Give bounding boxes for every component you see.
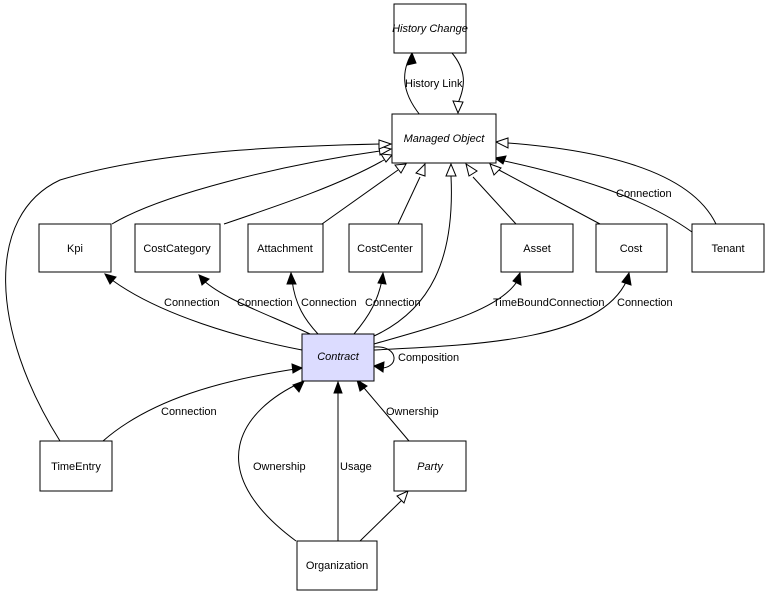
arrowhead-tenant-connection — [493, 155, 507, 165]
arrowhead-org-ownership — [292, 380, 305, 393]
arrowhead-org-usage — [333, 380, 343, 394]
node-managed-object[interactable]: Managed Object — [391, 113, 497, 164]
edge-org-party — [359, 499, 403, 542]
node-contract[interactable]: Contract — [301, 333, 375, 382]
node-attachment-label: Attachment — [257, 243, 313, 255]
node-cost-label: Cost — [620, 243, 643, 255]
node-organization-label: Organization — [306, 560, 368, 572]
edge-attachment-managed — [321, 169, 399, 225]
node-contract-label: Contract — [317, 351, 360, 363]
edge-tenant-managed — [507, 142, 717, 225]
node-asset-label: Asset — [523, 243, 551, 255]
node-history-change-label: History Change — [392, 23, 468, 35]
arrowhead-party-organization — [396, 490, 409, 504]
label-cost-connection: Connection — [617, 297, 673, 309]
node-asset[interactable]: Asset — [500, 223, 574, 273]
edge-kpi-managed — [111, 150, 381, 225]
label-kpi-connection: Connection — [164, 297, 220, 309]
arrowhead-cost — [621, 271, 632, 286]
arrowhead-asset — [512, 271, 522, 286]
label-timeentry-connection: Connection — [161, 406, 217, 418]
node-party[interactable]: Party — [393, 440, 467, 492]
edges — [5, 52, 717, 542]
node-cost-center[interactable]: CostCenter — [348, 223, 423, 273]
arrowheads — [104, 51, 632, 504]
arrowhead-history-change — [406, 51, 417, 66]
arrowhead-managed-cost — [489, 163, 502, 176]
edge-timeentry-contract — [102, 367, 303, 442]
edge-contract-managed — [373, 175, 452, 337]
arrowhead-timeentry-contract — [291, 363, 304, 374]
edge-costcategory-managed — [223, 159, 385, 225]
label-attachment-connection: Connection — [301, 297, 357, 309]
label-asset-connection: TimeBoundConnection — [493, 297, 605, 309]
edge-contract-cost — [373, 279, 628, 351]
arrowhead-kpi — [104, 273, 117, 285]
edge-asset-managed — [472, 176, 517, 225]
edge-party-contract-ownership — [358, 381, 410, 442]
edge-contract-costcenter — [353, 279, 383, 335]
arrowhead-composition — [372, 361, 385, 373]
label-costcenter-connection: Connection — [365, 297, 421, 309]
arrowhead-managed-asset — [465, 162, 478, 177]
label-costcategory-connection: Connection — [237, 297, 293, 309]
arrowhead-costcenter — [377, 271, 387, 285]
arrowhead-managed-costcenter — [415, 162, 426, 177]
edge-contract-costcategory — [202, 279, 311, 335]
node-history-change[interactable]: History Change — [392, 3, 468, 54]
edge-labels: History Link Connection Connection Conne… — [161, 78, 673, 473]
node-time-entry[interactable]: TimeEntry — [39, 440, 113, 492]
edge-contract-kpi — [111, 279, 303, 351]
node-organization[interactable]: Organization — [296, 540, 378, 591]
label-party-ownership: Ownership — [386, 406, 439, 418]
edge-costcenter-managed — [397, 176, 421, 225]
node-cost-center-label: CostCenter — [357, 243, 413, 255]
node-cost-category-label: CostCategory — [143, 243, 211, 255]
edge-contract-attachment — [291, 279, 319, 335]
label-tenant-connection: Connection — [616, 188, 672, 200]
node-attachment[interactable]: Attachment — [247, 223, 324, 273]
label-org-ownership: Ownership — [253, 461, 306, 473]
node-tenant[interactable]: Tenant — [691, 223, 765, 273]
label-composition: Composition — [398, 352, 459, 364]
edge-contract-asset — [373, 279, 519, 345]
arrowhead-managed-costcategory — [380, 153, 394, 163]
edge-history-link-down — [451, 52, 464, 104]
arrowhead-managed-attachment — [394, 163, 407, 174]
arrowhead-attachment — [286, 271, 297, 285]
arrowhead-party-ownership — [356, 378, 368, 392]
edge-org-contract-ownership — [238, 381, 303, 542]
edge-cost-managed — [498, 169, 601, 225]
arrowhead-managed-timeentry — [378, 139, 393, 150]
node-party-label: Party — [417, 461, 444, 473]
node-cost[interactable]: Cost — [595, 223, 668, 273]
arrowhead-managed-tenant — [494, 137, 509, 149]
node-tenant-label: Tenant — [711, 243, 744, 255]
label-history-link: History Link — [405, 78, 463, 90]
node-kpi[interactable]: Kpi — [38, 223, 112, 273]
arrowhead-costcategory — [198, 274, 210, 286]
node-time-entry-label: TimeEntry — [51, 461, 101, 473]
nodes: History Change Managed Object Kpi CostCa… — [38, 3, 765, 591]
node-managed-object-label: Managed Object — [404, 133, 486, 145]
edge-timeentry-managed — [5, 143, 381, 442]
node-kpi-label: Kpi — [67, 243, 83, 255]
edge-tenant-connection — [499, 159, 693, 233]
label-org-usage: Usage — [340, 461, 372, 473]
arrowhead-managed-contract — [445, 162, 457, 177]
node-cost-category[interactable]: CostCategory — [134, 223, 221, 273]
arrowhead-managed-history — [452, 100, 464, 115]
